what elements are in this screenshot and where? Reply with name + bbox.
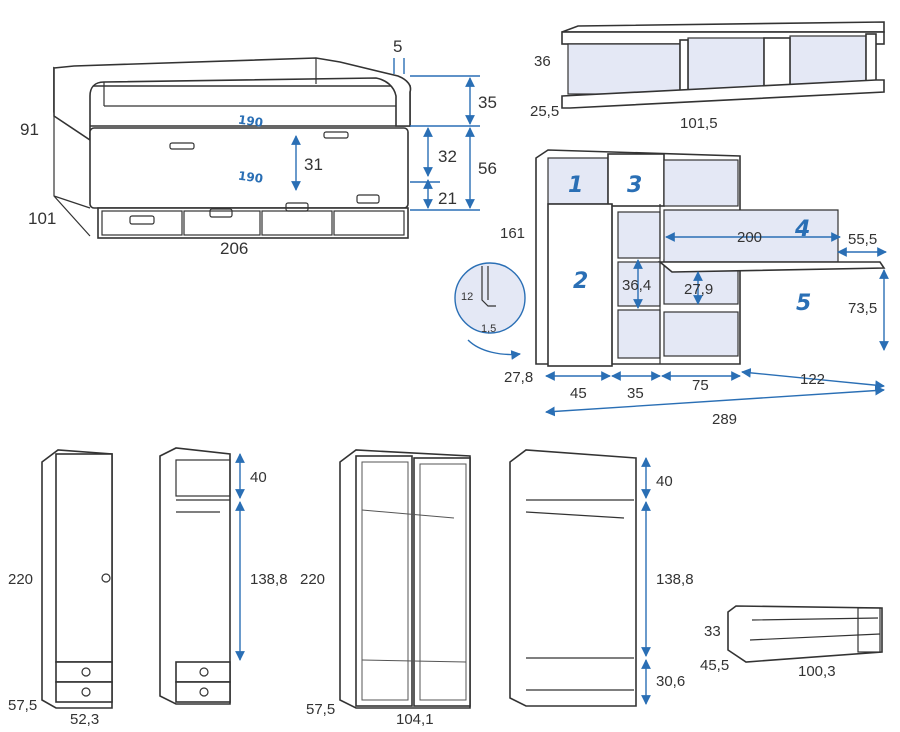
desk-span-label: 200 bbox=[737, 229, 762, 246]
module-number-4: 4 bbox=[794, 217, 810, 242]
shelf-width-label: 101,5 bbox=[680, 115, 718, 132]
trundle-depth-label: 45,5 bbox=[700, 657, 729, 674]
bed-inner-gap-label: 31 bbox=[304, 155, 323, 174]
single-wardrobe-depth-label: 57,5 bbox=[8, 697, 37, 714]
desk-depth-label: 55,5 bbox=[848, 231, 877, 248]
double-wardrobe-depth-label: 57,5 bbox=[306, 701, 335, 718]
double-wardrobe-height-label: 220 bbox=[300, 571, 325, 588]
bed-side-thickness-label: 5 bbox=[393, 37, 402, 56]
double-open-top-label: 40 bbox=[656, 473, 673, 490]
shelf-gap-b-label: 27,9 bbox=[684, 281, 713, 298]
bed-drawer-bed-label: 32 bbox=[438, 147, 457, 166]
trundle-width-label: 100,3 bbox=[798, 663, 836, 680]
trundle-drawer: 33 45,5 100,3 bbox=[700, 605, 883, 680]
double-wardrobe-width-label: 104,1 bbox=[396, 711, 434, 728]
bed-height-label: 91 bbox=[20, 120, 39, 139]
module-number-3: 3 bbox=[627, 173, 642, 198]
bed-side-height-label: 56 bbox=[478, 159, 497, 178]
single-wardrobe-width-label: 52,3 bbox=[70, 711, 99, 728]
trundle-height-label: 33 bbox=[704, 623, 721, 640]
single-open-top-label: 40 bbox=[250, 469, 267, 486]
shelf-depth-label: 25,5 bbox=[530, 103, 559, 120]
module-number-5: 5 bbox=[796, 291, 811, 316]
desk-unit-height-label: 161 bbox=[500, 225, 525, 242]
wardrobe-double-glass: 220 57,5 104,1 bbox=[300, 449, 471, 728]
double-open-bottom-label: 30,6 bbox=[656, 673, 685, 690]
module-number-1: 1 bbox=[568, 173, 583, 198]
single-wardrobe-height-label: 220 bbox=[8, 571, 33, 588]
module-number-2: 2 bbox=[573, 269, 588, 294]
desk-height-label: 73,5 bbox=[848, 300, 877, 317]
detail-a-label: 12 bbox=[461, 291, 473, 303]
wardrobe-single-open: 40 138,8 bbox=[159, 447, 288, 705]
wardrobe-single-closed: 220 57,5 52,3 bbox=[8, 449, 113, 728]
bed-drawing: 190 190 91 101 206 5 35 32 21 56 31 bbox=[20, 37, 497, 258]
wardrobe-double-open: 40 138,8 30,6 bbox=[509, 449, 694, 707]
single-open-hanging-label: 138,8 bbox=[250, 571, 288, 588]
bed-drawer-height-label: 21 bbox=[438, 189, 457, 208]
shelf-gap-a-label: 36,4 bbox=[622, 277, 651, 294]
bed-width-label: 206 bbox=[220, 239, 248, 258]
desk-unit-drawing: 1 2 3 4 5 200 55,5 73,5 36,4 27,9 161 27… bbox=[454, 149, 889, 428]
total-width-label: 289 bbox=[712, 411, 737, 428]
width-4-label: 122 bbox=[800, 371, 825, 388]
width-2-label: 35 bbox=[627, 385, 644, 402]
double-open-hanging-label: 138,8 bbox=[656, 571, 694, 588]
detail-b-label: 1,5 bbox=[481, 323, 496, 335]
bed-depth-label: 101 bbox=[28, 209, 56, 228]
mattress-label-drawer: 190 bbox=[237, 169, 264, 186]
wall-shelf-drawing: 36 25,5 101,5 bbox=[530, 21, 885, 132]
width-1-label: 45 bbox=[570, 385, 587, 402]
shelf-height-label: 36 bbox=[534, 53, 551, 70]
width-3-label: 75 bbox=[692, 377, 709, 394]
mattress-label-top: 190 bbox=[237, 113, 264, 130]
desk-unit-depth-label: 27,8 bbox=[504, 369, 533, 386]
bed-backrest-label: 35 bbox=[478, 93, 497, 112]
